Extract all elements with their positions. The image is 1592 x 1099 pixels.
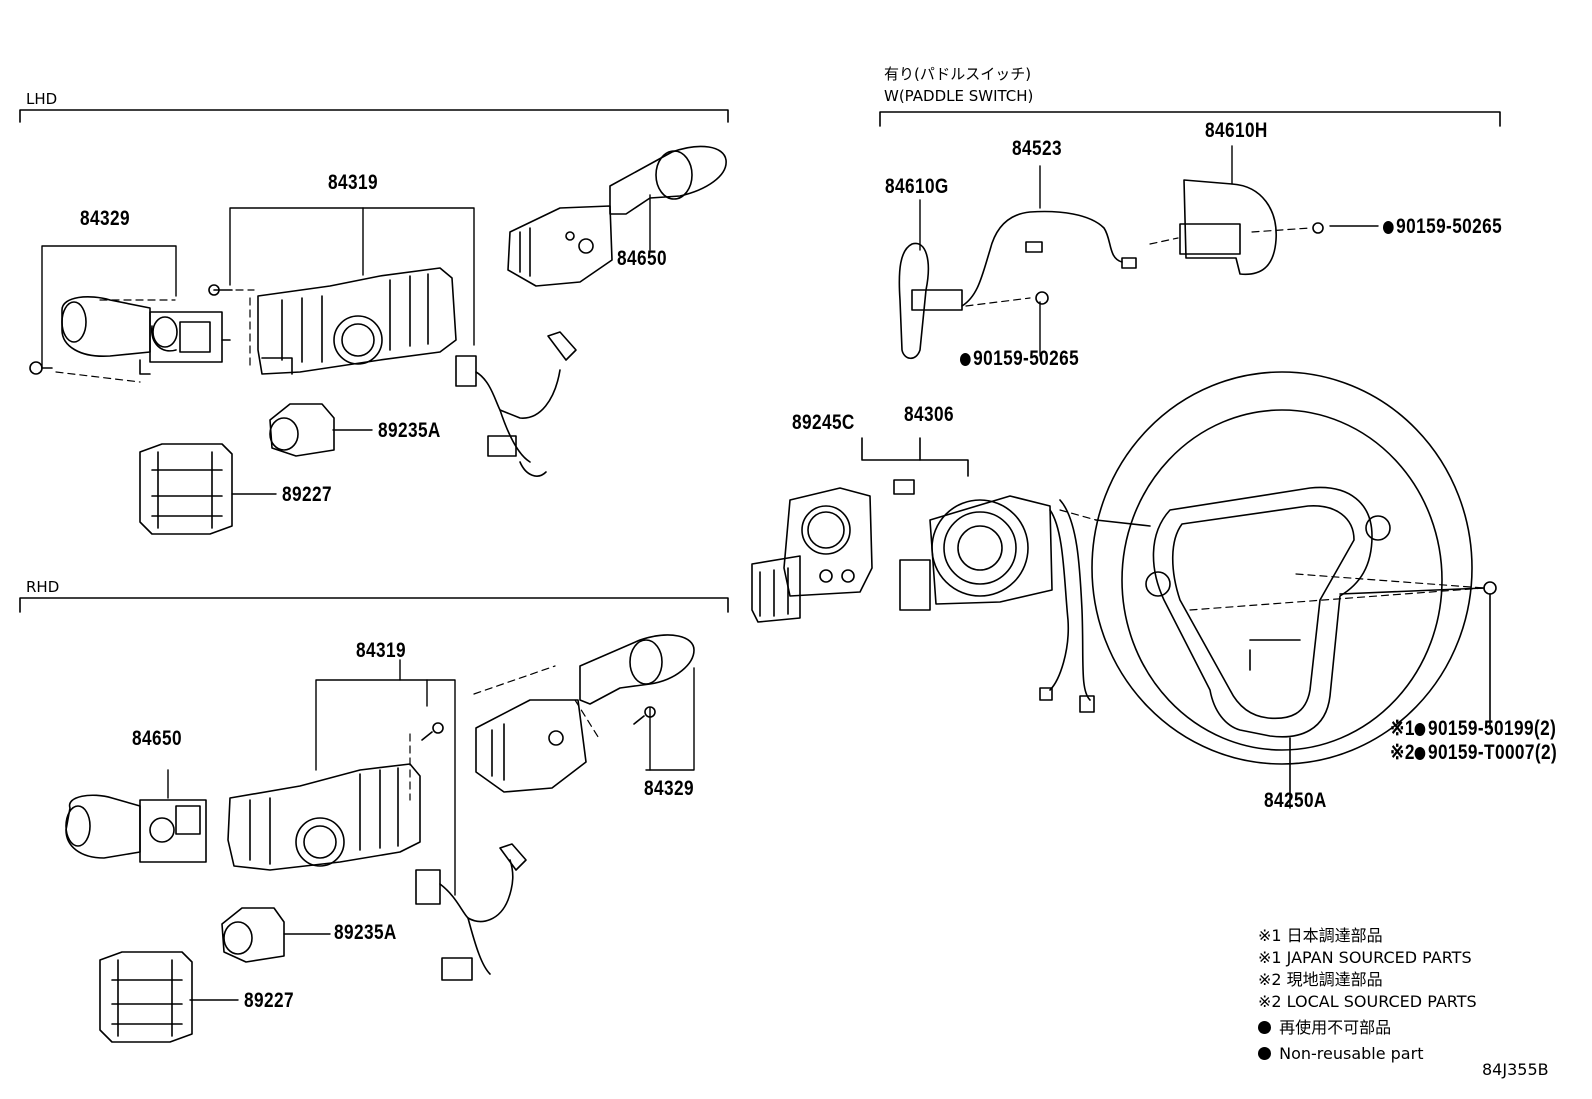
part-number-84610G: 84610G: [885, 175, 949, 198]
paddle-84523-harness: [961, 210, 1137, 307]
rhd-84319-drawing: [227, 722, 527, 981]
rhd-89235A-drawing: [221, 907, 285, 963]
section-brackets: [19, 109, 1501, 613]
paddle-dashed: [965, 227, 1311, 307]
part-number-90159-50265-a: 90159-50265: [1383, 216, 1502, 237]
part-number-84306: 84306: [904, 403, 954, 426]
legend-line-1: ※1 日本調達部品: [1258, 926, 1383, 945]
part-number-84329-rhd: 84329: [644, 777, 694, 800]
lhd-84329-drawing: [29, 296, 231, 375]
part-number-89245C: 89245C: [792, 411, 855, 434]
part-number-84650-rhd: 84650: [132, 727, 182, 750]
legend-line-6: Non-reusable part: [1258, 1046, 1423, 1062]
part-number-89235A-lhd: 89235A: [378, 419, 441, 442]
lhd-84319-drawing: [208, 267, 577, 477]
part-number-84250A: 84250A: [1264, 789, 1327, 812]
lhd-89235A-drawing: [269, 403, 335, 457]
part-number-84319-rhd: 84319: [356, 639, 406, 662]
part-number-84523: 84523: [1012, 137, 1062, 160]
paddle-leaders: [919, 145, 1379, 357]
part-number-89227-lhd: 89227: [282, 483, 332, 506]
lhd-section-label: LHD: [26, 90, 58, 108]
rhd-89227-drawing: [99, 951, 193, 1043]
rhd-leaders: [167, 659, 695, 1001]
non-reusable-bullet-icon: [960, 353, 971, 366]
non-reusable-bullet-icon: [1414, 723, 1426, 736]
mark-2: ※2: [1390, 741, 1415, 764]
rhd-dashed: [409, 665, 601, 801]
paddle-84610H-drawing: [1035, 179, 1324, 305]
rhd-84329-drawing: [475, 634, 695, 793]
legend-line-3: ※2 現地調達部品: [1258, 970, 1383, 989]
part-number-84329-lhd: 84329: [80, 207, 130, 230]
rhd-section-label: RHD: [26, 578, 60, 596]
legend-line-5: 再使用不可部品: [1258, 1020, 1391, 1036]
paddle-section-label-en: W(PADDLE SWITCH): [884, 87, 1034, 105]
non-reusable-bullet-icon: [1258, 1047, 1271, 1060]
rhd-84650-drawing: [65, 794, 207, 863]
lhd-89227-drawing: [139, 443, 233, 535]
84306-drawing: [861, 437, 1095, 713]
part-number-89235A-rhd: 89235A: [334, 921, 397, 944]
89245C-drawing: [751, 487, 873, 623]
lhd-dashed: [55, 289, 255, 383]
mark-1: ※1: [1390, 717, 1415, 740]
part-number-90159-50265-b: 90159-50265: [960, 348, 1079, 369]
paddle-section-label-jp: 有り(パドルスイッチ): [884, 65, 1032, 83]
non-reusable-bullet-icon: [1258, 1021, 1271, 1034]
lhd-leaders: [41, 194, 651, 495]
paddle-84610G-drawing: [898, 242, 963, 360]
part-number-84319-lhd: 84319: [328, 171, 378, 194]
steering-wheel-drawing: [1091, 371, 1497, 809]
diagram-code: 84J355B: [1482, 1060, 1549, 1079]
lhd-84650-drawing: [507, 145, 727, 287]
non-reusable-bullet-icon: [1414, 747, 1426, 760]
part-number-89227-rhd: 89227: [244, 989, 294, 1012]
part-number-84610H: 84610H: [1205, 119, 1268, 142]
non-reusable-bullet-icon: [1383, 221, 1394, 234]
legend-line-2: ※1 JAPAN SOURCED PARTS: [1258, 948, 1472, 967]
part-number-84650-lhd: 84650: [617, 247, 667, 270]
legend-line-4: ※2 LOCAL SOURCED PARTS: [1258, 992, 1477, 1011]
